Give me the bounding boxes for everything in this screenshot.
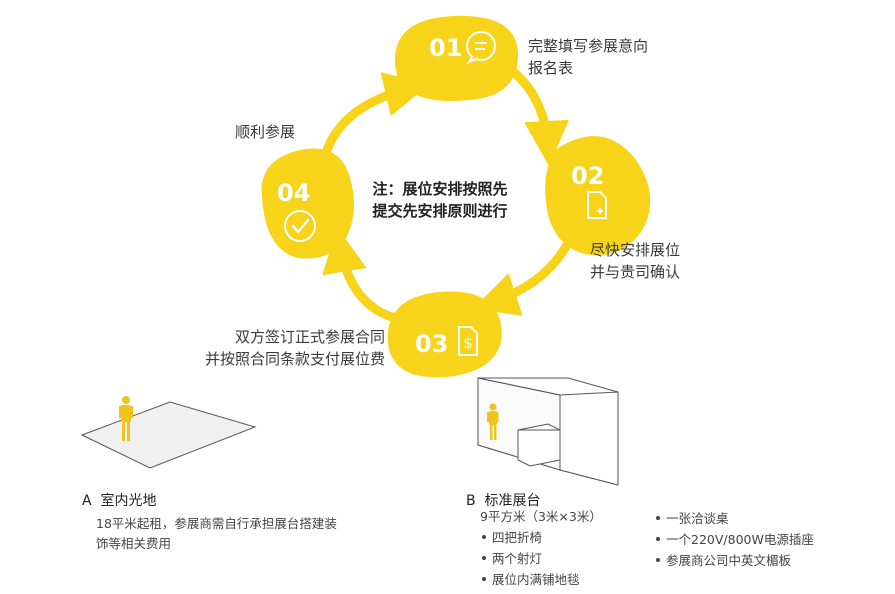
booth-b-item-5: 一个220V/800W电源插座 bbox=[666, 532, 814, 547]
step-03-node: $ bbox=[387, 291, 502, 378]
booth-a-desc-line1: 18平米起租，参展商需自行承担展台搭建装 bbox=[96, 516, 337, 531]
center-note: 注：展位安排按照先 提交先安排原则进行 bbox=[330, 178, 550, 222]
step-01-label-line1: 完整填写参展意向 bbox=[528, 37, 649, 55]
check-circle-icon bbox=[284, 210, 316, 242]
step-04-label-line1: 顺利参展 bbox=[235, 123, 296, 141]
booth-b-bullets bbox=[482, 516, 660, 581]
step-02-node bbox=[545, 136, 651, 256]
person-figure-a bbox=[119, 396, 133, 441]
booth-b-title: 标准展台 bbox=[484, 493, 541, 509]
step-01-label: 完整填写参展意向 报名表 bbox=[528, 35, 648, 79]
cycle-arrows bbox=[320, 57, 573, 323]
booth-a-illustration bbox=[80, 396, 257, 469]
step-04-number: 04 bbox=[277, 179, 310, 207]
booth-a-heading: A 室内光地 bbox=[82, 490, 156, 510]
note-line-1: 注：展位安排按照先 bbox=[372, 180, 508, 198]
dollar-document-icon: $ bbox=[458, 326, 478, 356]
note-line-2: 提交先安排原则进行 bbox=[372, 202, 508, 220]
booth-a-letter: A bbox=[82, 493, 92, 509]
document-add-icon bbox=[587, 191, 607, 219]
step-03-number: 03 bbox=[415, 330, 448, 358]
arc-03-to-04 bbox=[322, 227, 400, 323]
person-figure-b bbox=[487, 403, 499, 440]
step-04-node bbox=[261, 148, 354, 259]
step-03-label-line2: 并按照合同条款支付展位费 bbox=[204, 350, 385, 368]
arc-02-to-03 bbox=[472, 238, 573, 316]
step-03-label-line1: 双方签订正式参展合同 bbox=[234, 328, 385, 346]
step-02-label: 尽快安排展位 并与贵司确认 bbox=[590, 239, 680, 283]
booth-a-desc-line2: 饰等相关费用 bbox=[96, 536, 172, 551]
step-01-node bbox=[395, 15, 518, 102]
booth-b-item-2: 两个射灯 bbox=[492, 551, 543, 566]
step-02-number: 02 bbox=[571, 162, 604, 190]
step-01-number: 01 bbox=[429, 34, 462, 62]
booth-b-letter: B bbox=[466, 493, 476, 509]
booth-a-description: 18平米起租，参展商需自行承担展台搭建装 饰等相关费用 bbox=[96, 514, 337, 554]
step-02-label-line1: 尽快安排展位 bbox=[590, 241, 681, 259]
booth-b-item-4: 一张洽谈桌 bbox=[666, 511, 729, 526]
booth-b-size: 9平方米（3米×3米） bbox=[480, 509, 602, 524]
step-04-label: 顺利参展 bbox=[235, 121, 295, 143]
booth-a-title: 室内光地 bbox=[100, 493, 157, 509]
booth-b-item-3: 展位内满铺地毯 bbox=[492, 572, 580, 587]
booth-b-heading: B 标准展台 bbox=[466, 490, 541, 510]
chat-bubble-icon bbox=[466, 31, 496, 65]
arc-04-to-01 bbox=[320, 72, 430, 161]
svg-text:$: $ bbox=[463, 334, 473, 352]
step-01-label-line2: 报名表 bbox=[528, 59, 574, 77]
step-03-label: 双方签订正式参展合同 并按照合同条款支付展位费 bbox=[195, 326, 385, 370]
booth-b-item-1: 四把折椅 bbox=[492, 530, 543, 545]
step-02-label-line2: 并与贵司确认 bbox=[590, 263, 681, 281]
booth-b-item-6: 参展商公司中英文楣板 bbox=[666, 553, 792, 568]
booth-b-illustration bbox=[477, 377, 619, 486]
